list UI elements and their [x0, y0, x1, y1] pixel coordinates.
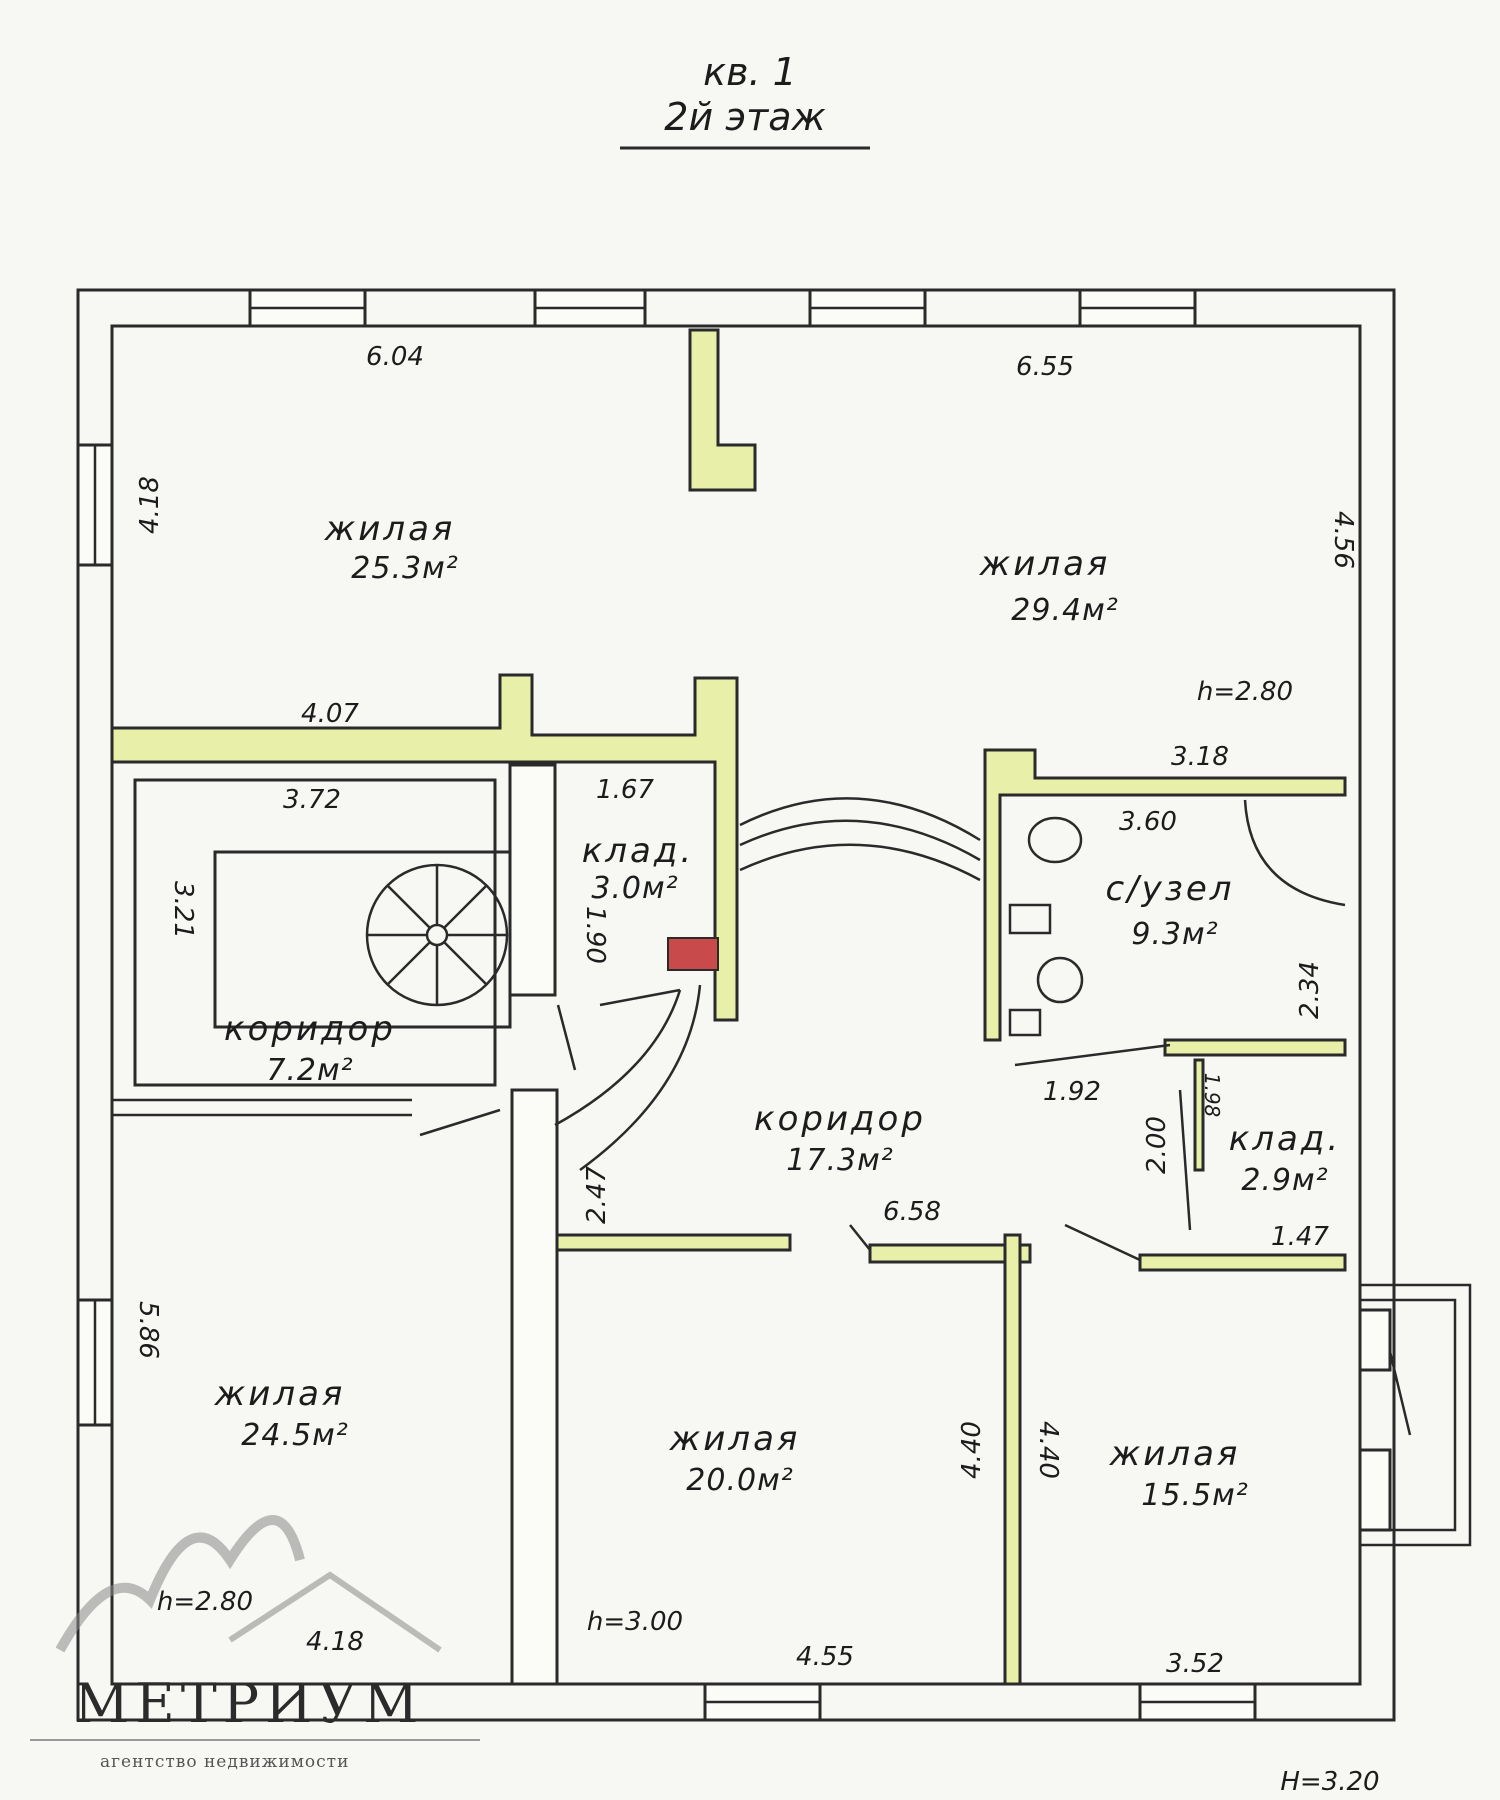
- dimension-label: 4.55: [796, 1642, 854, 1672]
- radiator-icon: [667, 937, 719, 971]
- room-name: жилая: [1109, 1434, 1241, 1474]
- bathroom-fixtures: [1008, 816, 1084, 1037]
- room-area: 29.4м²: [1011, 593, 1118, 628]
- room-name: клад.: [1229, 1119, 1341, 1159]
- dimension-label: 3.52: [1166, 1649, 1224, 1679]
- room-area: 24.5м²: [241, 1418, 348, 1453]
- dimension-label: h=2.80: [157, 1587, 253, 1617]
- dimension-labels: 6.04 6.55 4.18 4.56 h=2.80 4.07 3.18 3.7…: [133, 342, 1380, 1797]
- spiral-stair: [365, 863, 509, 1007]
- room-name: коридор: [224, 1009, 396, 1049]
- room-area: 17.3м²: [786, 1143, 893, 1178]
- room-name: жилая: [669, 1419, 801, 1459]
- room-name: с/узел: [1106, 869, 1235, 909]
- room-area: 15.5м²: [1141, 1478, 1248, 1513]
- dimension-label: 3.60: [1119, 807, 1177, 837]
- dimension-label: 1.90: [580, 906, 610, 964]
- room-area: 3.0м²: [591, 871, 678, 906]
- room-name: клад.: [582, 831, 694, 871]
- dimension-label: 2.47: [582, 1166, 612, 1224]
- room-name: жилая: [979, 544, 1111, 584]
- stair-corridor-walls: [112, 778, 512, 1117]
- windows: [76, 288, 1257, 1722]
- dimension-label: 4.40: [1033, 1421, 1063, 1479]
- dimension-label: 1.92: [1043, 1077, 1101, 1107]
- room-area: 2.9м²: [1241, 1163, 1328, 1198]
- dimension-label: 1.98: [1200, 1073, 1224, 1118]
- dimension-label: 4.56: [1328, 511, 1358, 569]
- room-name: жилая: [324, 509, 456, 549]
- dimension-label: 6.58: [883, 1197, 941, 1227]
- dimension-label: 1.67: [596, 775, 654, 805]
- dimension-label: 6.55: [1016, 352, 1074, 382]
- room-area: 20.0м²: [686, 1463, 793, 1498]
- room-name: коридор: [754, 1099, 926, 1139]
- dimension-label: 3.21: [168, 881, 198, 939]
- dimension-label: 2.00: [1142, 1116, 1172, 1174]
- dimension-label: 4.40: [957, 1421, 987, 1479]
- interior-walls: [110, 673, 1347, 1686]
- logo-name: МЕТРИУМ: [74, 1672, 425, 1735]
- metrium-logo-icon: [55, 1515, 442, 1653]
- dimension-label: H=3.20: [1280, 1767, 1379, 1797]
- dimension-label: 4.07: [301, 699, 359, 729]
- east-bay: [1358, 1283, 1472, 1547]
- dimension-label: 5.86: [133, 1301, 163, 1359]
- chimney: [688, 328, 757, 492]
- dimension-label: 2.34: [1295, 961, 1325, 1019]
- logo-tagline: агентство недвижимости: [100, 1752, 350, 1772]
- dimension-label: 4.18: [306, 1627, 364, 1657]
- dimension-label: 1.47: [1271, 1222, 1329, 1252]
- room-name: жилая: [214, 1374, 346, 1414]
- dimension-label: 4.18: [135, 476, 165, 534]
- floor-label: 2й этаж: [664, 95, 825, 139]
- dimension-label: h=3.00: [587, 1607, 683, 1637]
- dimension-label: 3.72: [283, 785, 341, 815]
- room-area: 9.3м²: [1131, 917, 1218, 952]
- room-area: 25.3м²: [351, 551, 458, 586]
- dimension-label: 3.18: [1171, 742, 1229, 772]
- apartment-label: кв. 1: [703, 50, 797, 94]
- room-area: 7.2м²: [266, 1053, 353, 1088]
- dimension-label: 6.04: [366, 342, 424, 372]
- dimension-label: h=2.80: [1197, 677, 1293, 707]
- archway: [739, 797, 981, 882]
